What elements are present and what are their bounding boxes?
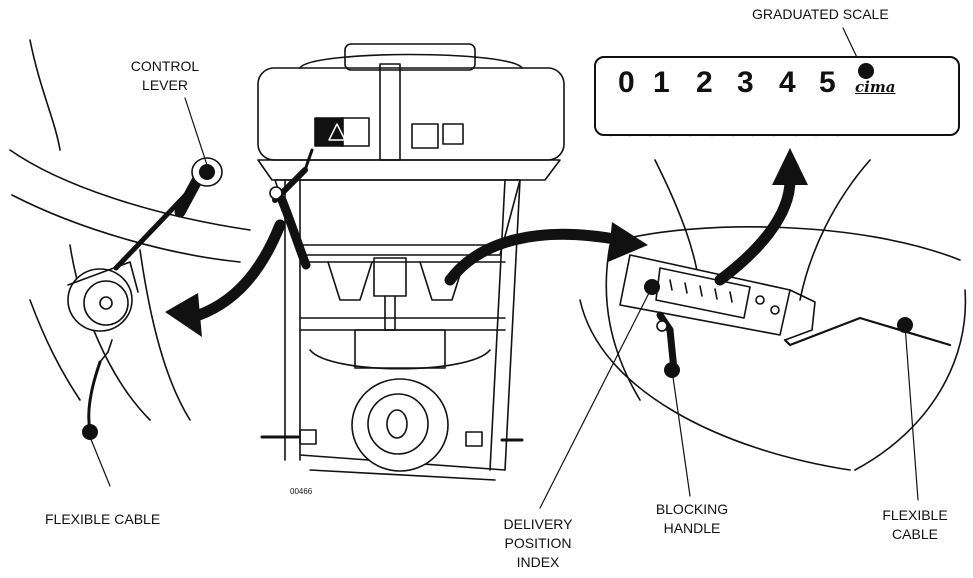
scale-digit-5: 5: [819, 66, 836, 99]
label-line: POSITION: [504, 535, 572, 551]
scale-digit-3: 3: [737, 66, 754, 99]
scale-digit-2: 2: [696, 66, 713, 99]
left-hopper-side: [9, 39, 251, 421]
label-line: HANDLE: [663, 520, 721, 536]
label-line: CABLE: [892, 526, 938, 542]
control-lever-assembly: [67, 157, 223, 432]
label-line: CONTROL: [130, 58, 200, 74]
label-graduated-scale: GRADUATED SCALE: [752, 6, 889, 22]
label-line: INDEX: [516, 554, 560, 570]
scale-digit-0: 0: [618, 66, 635, 99]
label-line: BLOCKING: [655, 501, 729, 517]
curved-arrow-up: [714, 174, 796, 286]
label-flexible-cable-right: FLEXIBLE CABLE: [870, 506, 960, 544]
curved-arrow-left: [184, 219, 286, 324]
callout-dot-blocking-handle: [664, 362, 680, 378]
label-delivery-position-index: DELIVERY POSITION INDEX: [493, 515, 583, 572]
callout-dot-delivery-index: [644, 279, 660, 295]
brand-logo-text: cima: [855, 78, 896, 96]
label-line: LEVER: [142, 77, 188, 93]
center-spreader: [257, 43, 565, 481]
scale-digit-4: 4: [779, 66, 796, 99]
graduated-scale-panel: 0 1 2 3 4 5 cima: [594, 56, 960, 136]
callout-dot-graduated-scale: [858, 63, 874, 79]
callout-dot-flexible-cable-right: [897, 317, 913, 333]
callout-dot-flexible-cable-left: [82, 424, 98, 440]
curved-arrow-center: [444, 228, 626, 286]
label-line: FLEXIBLE: [882, 507, 948, 523]
label-blocking-handle: BLOCKING HANDLE: [642, 500, 742, 538]
label-flexible-cable-left: FLEXIBLE CABLE: [45, 511, 161, 527]
callout-dot-control-lever: [199, 164, 215, 180]
figure-reference-number: 00466: [290, 487, 313, 496]
label-control-lever: CONTROL LEVER: [120, 57, 210, 95]
label-line: DELIVERY: [503, 516, 573, 532]
scale-digit-1: 1: [653, 66, 670, 99]
